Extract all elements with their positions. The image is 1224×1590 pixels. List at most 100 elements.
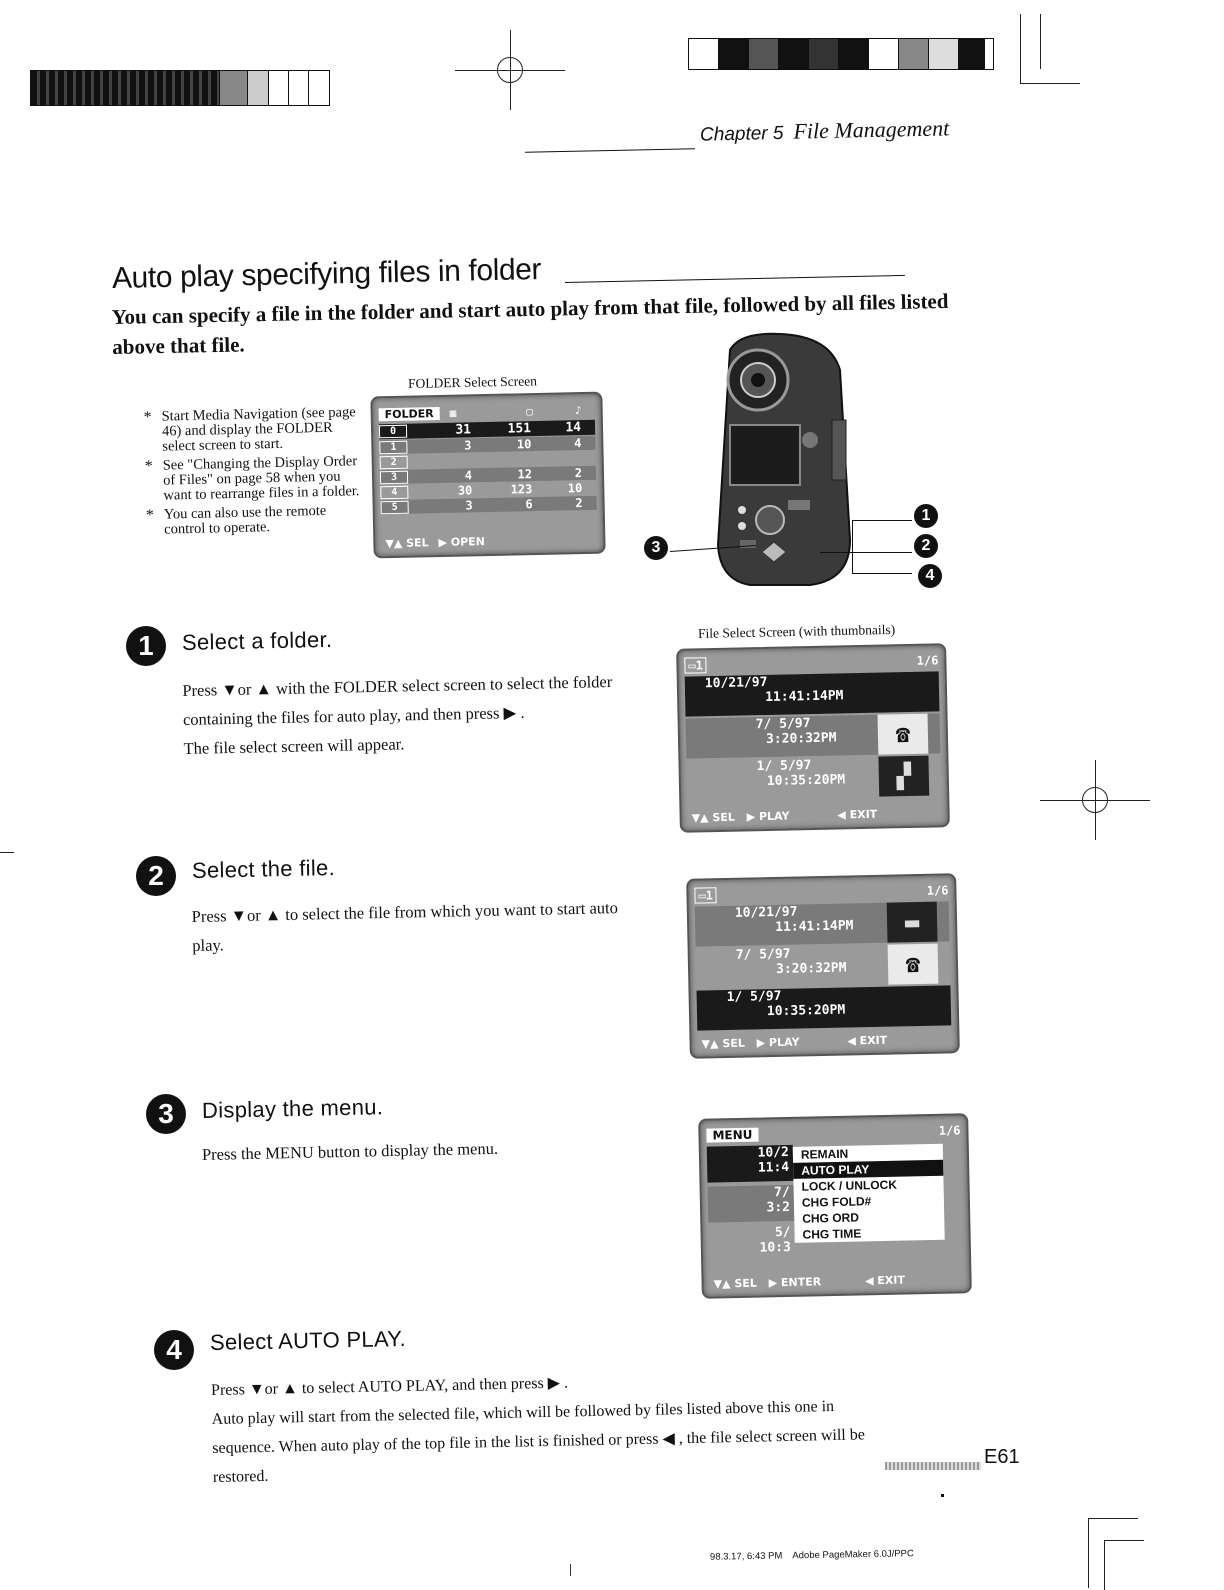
- folder-count-photo: 6: [525, 497, 533, 512]
- footer-tick: [570, 1564, 571, 1576]
- file-time: 11:41:14PM: [764, 688, 844, 705]
- step-heading-3: Display the menu.: [201, 1094, 384, 1123]
- footer-open-label: OPEN: [450, 535, 486, 549]
- file-time-partial: 3:2: [766, 1199, 791, 1216]
- down-up-arrows-icon: ▼▲: [701, 1037, 719, 1051]
- footer-enter-label: ENTER: [780, 1275, 822, 1290]
- footer-exit-label: EXIT: [877, 1273, 906, 1288]
- folder-screen-caption: FOLDER Select Screen: [407, 373, 538, 391]
- film-icon: ▦: [449, 406, 457, 420]
- down-up-arrows-icon: ▼▲: [385, 536, 403, 551]
- file-date: 1/ 5/97: [756, 758, 812, 775]
- step-heading-2: Select the file.: [191, 855, 336, 883]
- registration-crosshair-right: [1040, 760, 1150, 840]
- callout-bracket: [852, 520, 912, 574]
- menu-screen-header: MENU 1/6: [706, 1121, 961, 1144]
- camera-icon: [716, 332, 852, 586]
- step-number-4: 4: [154, 1330, 194, 1370]
- back-arrow-icon: ◀: [847, 1034, 856, 1048]
- file-row-selected[interactable]: 1/ 5/97 10:35:20PM: [696, 985, 952, 1031]
- step-heading-4: Select AUTO PLAY.: [209, 1325, 407, 1355]
- step-number-2: 2: [136, 856, 176, 896]
- folder-icon: 5: [380, 500, 409, 514]
- folder-count-video: 4: [464, 468, 473, 483]
- file-row-selected[interactable]: 10/21/97 11:41:14PM: [684, 671, 940, 717]
- file-date: 10/21/97: [734, 904, 798, 921]
- menu-item-chg-time[interactable]: CHG TIME: [802, 1226, 862, 1242]
- folder-count-video: 30: [457, 483, 473, 498]
- callout-line-2: [820, 552, 912, 553]
- footer-exit-label: EXIT: [849, 807, 878, 822]
- callout-line-1: [852, 520, 912, 521]
- registration-strip-left: [30, 70, 330, 106]
- footer-sel-label: SEL: [722, 1036, 745, 1051]
- file-time-partial: 11:4: [757, 1159, 790, 1176]
- section-title: Auto play specifying files in folder: [111, 253, 542, 295]
- folder-icon: 3: [379, 470, 409, 484]
- footer-sel-label: SEL: [406, 536, 429, 550]
- step-body-4: Press ▼or ▲ to select AUTO PLAY, and the…: [211, 1359, 1003, 1492]
- file-date: 7/ 5/97: [735, 946, 791, 963]
- page-number-bar: [885, 1462, 981, 1470]
- menu-left-row: 5/ 10:3: [708, 1225, 795, 1263]
- folder-icon: 2: [379, 455, 408, 469]
- file-select-screen: ▭1 1/6 10/21/97 11:41:14PM 7/ 5/97 3:20:…: [676, 643, 950, 833]
- file-date-partial: 5/: [774, 1224, 791, 1241]
- file-screen-footer: ▼▲ SEL ▶ PLAY ◀ EXIT: [701, 1032, 947, 1051]
- callout-badge: 4: [918, 564, 942, 588]
- footer-play-label: PLAY: [758, 809, 790, 824]
- down-up-arrows-icon: ▼▲: [691, 811, 709, 825]
- file-date: 7/ 5/97: [755, 716, 811, 733]
- footer-exit-label: EXIT: [859, 1033, 888, 1048]
- file-time: 11:41:14PM: [775, 918, 854, 935]
- folder-count-audio: 14: [565, 420, 582, 436]
- callout-badge: 3: [644, 536, 668, 560]
- file-date-partial: 7/: [773, 1184, 790, 1201]
- note-text: Start Media Navigation (see page 46) and…: [161, 404, 356, 455]
- footer-sel-label: SEL: [712, 810, 735, 825]
- thumbnail-photo-icon: ▞: [878, 755, 930, 797]
- note-text: See "Changing the Display Order of Files…: [162, 453, 360, 504]
- file-time: 3:20:32PM: [765, 730, 837, 747]
- footer-play-label: PLAY: [768, 1035, 800, 1050]
- folder-screen-footer: ▼▲ SEL ▶ OPEN: [385, 535, 485, 550]
- notes-list: * Start Media Navigation (see page 46) an…: [143, 404, 362, 542]
- folder-icon: ▭1: [684, 657, 708, 674]
- play-arrow-icon: ▶: [768, 1276, 778, 1290]
- registration-crosshair-top: [455, 30, 565, 110]
- menu-left-row: 7/ 3:2: [707, 1184, 795, 1223]
- footer-sel-label: SEL: [734, 1276, 757, 1291]
- file-time: 10:35:20PM: [766, 772, 846, 789]
- print-footer: 98.3.17, 6:43 PM Adobe PageMaker 6.0J/PP…: [709, 1548, 914, 1563]
- menu-popup: REMAIN AUTO PLAY LOCK / UNLOCK CHG FOLD#…: [792, 1143, 945, 1243]
- step-number-1: 1: [126, 626, 166, 666]
- folder-count-audio: 4: [573, 436, 582, 451]
- down-up-arrows-icon: ▼▲: [713, 1277, 731, 1291]
- folder-count-photo: 123: [510, 482, 533, 497]
- file-time-partial: 10:3: [759, 1239, 792, 1256]
- registration-strip-right: [688, 38, 994, 70]
- file-time: 10:35:20PM: [766, 1002, 846, 1020]
- chapter-label: Chapter 5: [699, 122, 784, 146]
- note-item: *You can also use the remote control to …: [146, 503, 362, 538]
- bullet-star-icon: *: [143, 408, 152, 427]
- registration-tick-left: [0, 852, 14, 853]
- menu-left-row: 10/2 11:4: [706, 1144, 794, 1183]
- bullet-star-icon: *: [144, 457, 153, 476]
- menu-screen-footer: ▼▲ SEL ▶ ENTER ◀ EXIT: [713, 1272, 959, 1291]
- folder-count-audio: 10: [567, 481, 583, 496]
- thumbnail-video-icon: ▬: [886, 901, 938, 943]
- folder-select-screen: FOLDER ▦ ▢ ♪ 0 31 151 14 1 3 10 4 2 3 4 …: [370, 391, 606, 559]
- play-arrow-icon: ▶: [438, 535, 448, 550]
- folder-icon: 0: [378, 424, 408, 439]
- note-item: * Start Media Navigation (see page 46) an…: [143, 404, 360, 455]
- audio-icon: ♪: [574, 403, 582, 417]
- callout-line-4: [852, 573, 912, 574]
- file-date-partial: 10/2: [757, 1144, 790, 1161]
- step-line: Press the MENU button to display the men…: [201, 1138, 499, 1164]
- back-arrow-icon: ◀: [864, 1274, 874, 1288]
- step-number-3: 3: [146, 1094, 186, 1134]
- play-arrow-icon: ▶: [756, 1036, 766, 1050]
- callout-badge: 1: [914, 504, 938, 528]
- step-heading-1: Select a folder.: [181, 626, 333, 655]
